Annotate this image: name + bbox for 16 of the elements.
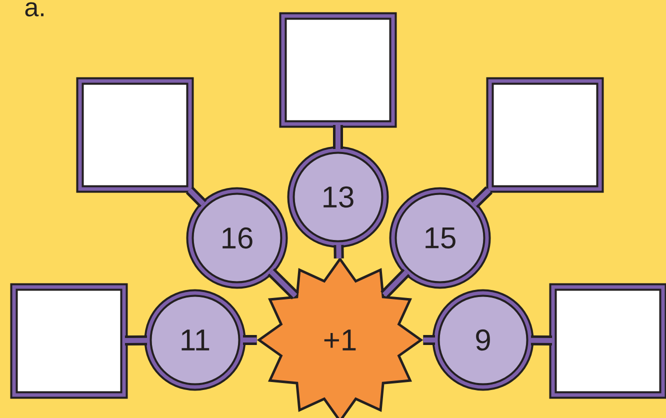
answer-box	[76, 77, 194, 193]
connector-line	[268, 268, 299, 300]
answer-box	[279, 12, 397, 128]
connector-line	[470, 186, 493, 208]
connector-line	[380, 268, 410, 298]
answer-box	[549, 283, 666, 399]
connector-line	[124, 335, 148, 346]
panel-letter: a.	[25, 2, 44, 16]
answer-box	[10, 283, 128, 399]
connector-line	[186, 186, 207, 208]
connector-line	[334, 244, 344, 259]
connector-line	[333, 125, 343, 149]
connector-line	[530, 335, 552, 346]
answer-box	[486, 77, 604, 193]
connector-line	[423, 335, 435, 345]
connector-line	[243, 335, 257, 345]
